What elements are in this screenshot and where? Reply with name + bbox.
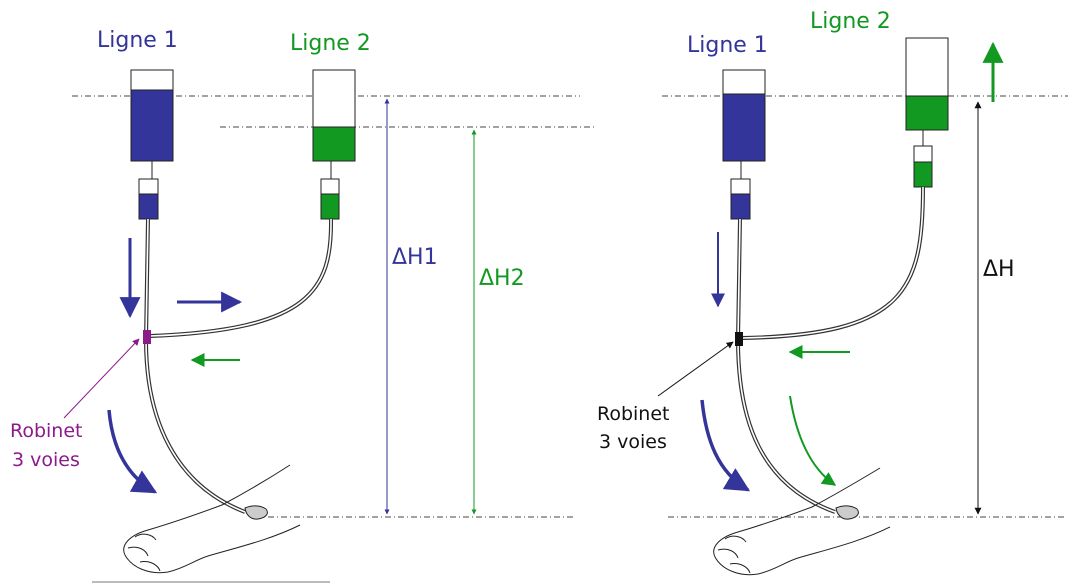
flow-arrow-green-to-arm-right	[789, 395, 837, 486]
left-panel: Ligne 1 Ligne 2 ΔH1 ΔH2 Robinet 3 voies	[10, 28, 595, 583]
ligne2-label-right: Ligne 2	[810, 9, 891, 34]
robinet-label-line1-right: Robinet	[597, 403, 670, 425]
robinet-pointer-right	[657, 341, 734, 397]
robinet-label-line2-right: 3 voies	[599, 431, 667, 453]
three-way-valve	[143, 330, 151, 344]
flow-arrow-blue-to-arm-right	[700, 399, 751, 492]
flow-arrow-to-arm	[107, 409, 158, 494]
robinet-label-line1-left: Robinet	[10, 420, 83, 442]
tubing-right	[735, 186, 925, 514]
delta-h1-label: ΔH1	[392, 245, 438, 270]
tubing-left	[143, 218, 334, 514]
arm-illustration-left	[123, 464, 301, 574]
delta-h-label: ΔH	[983, 257, 1015, 282]
three-way-valve-right	[735, 332, 743, 346]
bag-ligne2-right	[905, 37, 949, 188]
delta-h2-label: ΔH2	[479, 266, 525, 291]
ligne1-label-right: Ligne 1	[687, 33, 768, 58]
ligne1-label-left: Ligne 1	[97, 28, 178, 53]
robinet-label-line2-left: 3 voies	[12, 449, 80, 471]
bag-ligne2	[312, 69, 356, 220]
bag-ligne1	[130, 69, 174, 220]
bag-ligne1-right	[722, 69, 766, 220]
robinet-pointer	[63, 338, 140, 419]
ligne2-label-left: Ligne 2	[290, 31, 371, 56]
right-panel: Ligne 1 Ligne 2 ΔH Robinet 3 voies	[597, 9, 1068, 576]
arm-illustration-right	[713, 467, 891, 576]
